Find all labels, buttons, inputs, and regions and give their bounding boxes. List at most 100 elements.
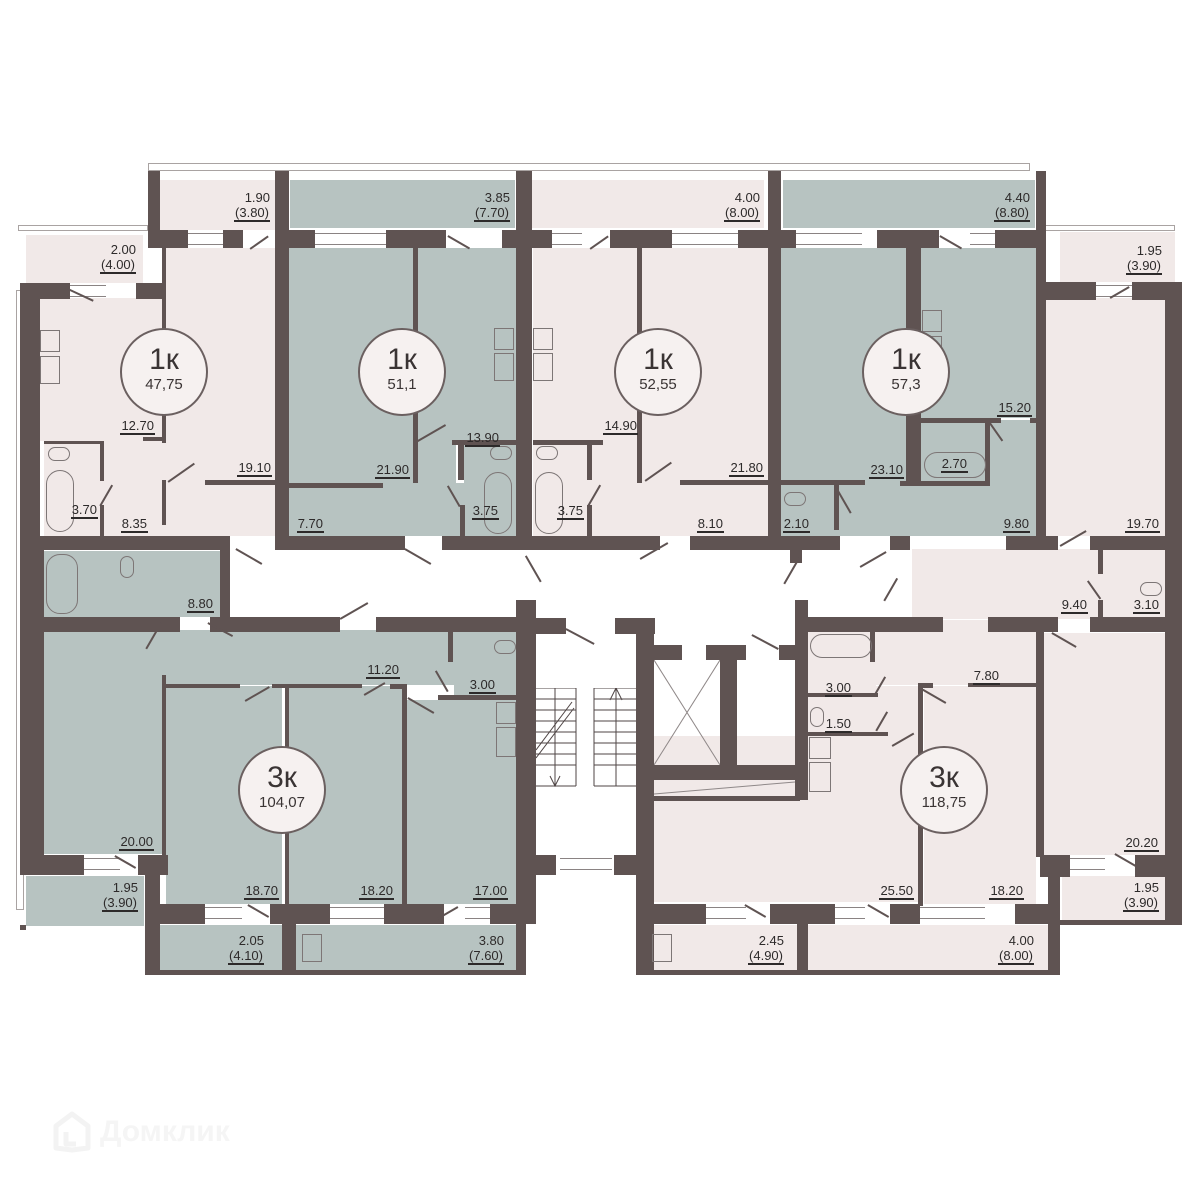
- wall: [205, 480, 275, 485]
- wall: [526, 618, 566, 634]
- sink-icon: [809, 762, 831, 792]
- wall: [877, 230, 939, 248]
- wall: [275, 171, 289, 548]
- sink-icon: [533, 353, 553, 381]
- window: [84, 858, 120, 870]
- wall: [148, 171, 160, 236]
- wall: [502, 230, 552, 248]
- wall: [520, 536, 660, 550]
- bathtub-icon: [924, 452, 986, 478]
- label-a4-kitchen: 15.20: [997, 400, 1032, 417]
- door-swing: [939, 235, 963, 249]
- label-a2-kitchen: 13.90: [465, 430, 500, 447]
- stove-icon: [922, 310, 942, 332]
- wall: [20, 855, 84, 875]
- wall: [795, 617, 943, 632]
- toilet-icon: [48, 447, 70, 461]
- wall: [1090, 536, 1182, 550]
- window: [706, 907, 746, 919]
- label-a1-hall: 8.35: [120, 516, 148, 533]
- door-swing: [1114, 853, 1137, 867]
- label-a3-kitchen: 14.90: [603, 418, 638, 435]
- window: [188, 233, 223, 245]
- wall: [458, 440, 464, 480]
- label-a6-wc: 3.10: [1132, 597, 1160, 614]
- elevator-x-icon: [654, 660, 720, 765]
- wall: [270, 904, 330, 924]
- wall: [438, 695, 518, 700]
- label-a4-wc: 2.10: [782, 516, 810, 533]
- stove-icon: [496, 702, 516, 724]
- stove-icon: [40, 330, 60, 352]
- label-a3-bath: 3.75: [556, 503, 584, 520]
- wall: [1048, 855, 1060, 975]
- wall: [390, 684, 406, 689]
- roof-edge-line: [148, 163, 1030, 171]
- wall: [636, 618, 654, 974]
- apt6-balcony-s: [808, 925, 1048, 970]
- stove-icon: [494, 328, 514, 350]
- label-a6-room-se: 20.20: [1124, 835, 1159, 852]
- wall: [20, 536, 230, 550]
- wall: [1040, 300, 1046, 538]
- wall: [1036, 282, 1096, 300]
- wall: [442, 536, 542, 550]
- wall: [516, 171, 532, 548]
- wall: [272, 684, 362, 688]
- wall: [768, 171, 781, 548]
- wall: [921, 418, 1001, 423]
- label-a4-balcony: 4.40(8.80): [994, 190, 1030, 222]
- wall: [834, 485, 839, 530]
- duct-line-icon: [654, 781, 795, 795]
- toilet-icon: [810, 707, 824, 727]
- wall: [384, 904, 444, 924]
- stairwell: [536, 635, 636, 855]
- wall: [166, 684, 240, 688]
- label-a2-room: 21.90: [375, 462, 410, 479]
- door-swing: [447, 235, 471, 249]
- wall: [918, 683, 933, 688]
- label-a1-balcony-top: 1.90(3.80): [234, 190, 270, 222]
- wall: [654, 796, 800, 801]
- label-a2-bath: 3.75: [471, 503, 499, 520]
- roof-edge-line: [1040, 225, 1175, 231]
- bathtub-icon: [46, 554, 78, 614]
- wall: [20, 925, 26, 930]
- bathtub-icon: [535, 472, 563, 534]
- wall: [288, 483, 383, 488]
- label-a3-room: 21.80: [729, 460, 764, 477]
- wall: [1060, 920, 1182, 925]
- wall: [1036, 632, 1044, 857]
- label-a6-living: 25.50: [879, 883, 914, 900]
- wall: [460, 505, 465, 537]
- label-a6-room-s: 18.20: [989, 883, 1024, 900]
- wall: [636, 970, 1060, 975]
- wall: [533, 440, 603, 445]
- door-swing: [744, 904, 767, 918]
- window: [1070, 858, 1105, 870]
- apt6-balcony-sw: [648, 925, 798, 970]
- label-a5-room3: 18.20: [359, 883, 394, 900]
- wall: [995, 230, 1046, 248]
- wall: [100, 441, 104, 481]
- door-swing: [247, 904, 270, 918]
- apt5-room1: [40, 632, 162, 854]
- label-a6-room-ne: 19.70: [1125, 516, 1160, 533]
- wall: [162, 675, 166, 855]
- wall: [797, 904, 808, 974]
- window: [552, 233, 582, 245]
- window: [672, 233, 738, 245]
- wall: [452, 440, 516, 445]
- watermark-text: Домклик: [100, 1115, 230, 1148]
- wall: [587, 440, 592, 480]
- wall: [690, 536, 840, 550]
- watermark-logo: Домклик: [52, 1110, 230, 1154]
- window: [315, 233, 386, 245]
- wall: [526, 618, 536, 913]
